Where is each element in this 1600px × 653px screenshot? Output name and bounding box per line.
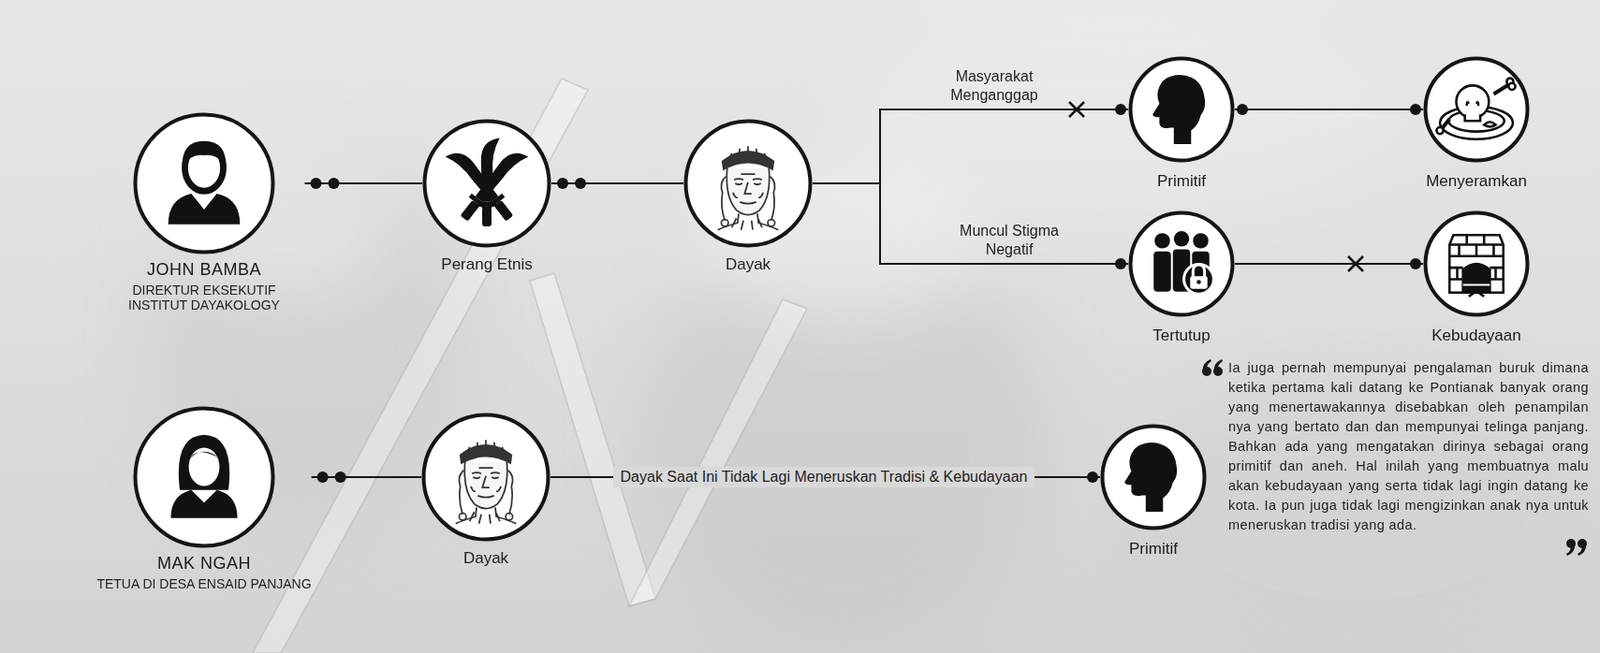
circle-border <box>1130 213 1234 316</box>
circle-border <box>135 409 274 547</box>
quote-mark <box>1202 359 1223 377</box>
quote-mark <box>1566 544 1576 557</box>
connector-dot <box>1409 258 1422 270</box>
connector-dot <box>1086 471 1099 484</box>
connector-line <box>812 183 1129 265</box>
watermark-strokes <box>529 273 656 607</box>
quote-text: Ia juga pernah mempunyai pengalaman buru… <box>1228 358 1589 536</box>
circle-border <box>1425 213 1528 316</box>
quote-mark <box>1214 359 1224 371</box>
node-label: Kebudayaan <box>1423 326 1530 346</box>
edge-label: Muncul Stigma Negatif <box>948 221 1071 260</box>
node-icon <box>455 440 517 524</box>
node-label: Menyeramkan <box>1423 172 1530 191</box>
watermark-strokes <box>252 78 588 653</box>
connector-line <box>1234 108 1424 111</box>
circle-outline <box>1423 210 1530 318</box>
connector-dot <box>574 177 587 190</box>
circle-border <box>1102 426 1205 529</box>
circle-border <box>1130 58 1234 162</box>
node-subtitle: TETUA DI DESA ENSAID PANJANG <box>96 576 311 593</box>
node-label: Primitif <box>1128 172 1235 191</box>
circle-outline <box>1423 56 1530 163</box>
quote-mark <box>1566 539 1587 557</box>
node-label: JOHN BAMBA <box>103 260 306 281</box>
circle-outline <box>1100 424 1207 531</box>
node-icon <box>1152 74 1205 145</box>
circle-border <box>425 121 550 247</box>
circle-outline <box>683 118 813 249</box>
connector-dot <box>328 177 340 190</box>
edge-label: Masyarakat Menganggap <box>938 67 1051 105</box>
connector-line <box>1234 263 1424 265</box>
quote-mark <box>1203 359 1213 371</box>
node-icon <box>1153 231 1216 296</box>
circle-border <box>686 121 811 247</box>
circle-node: Primitif <box>1128 56 1235 191</box>
node-label: Dayak <box>421 549 551 569</box>
node-label: Tertutup <box>1128 326 1235 346</box>
connector-dot <box>1409 103 1422 116</box>
connector-line <box>551 182 684 185</box>
circle-node: Primitif <box>1100 424 1207 559</box>
watermark-strokes <box>629 299 808 607</box>
cross-mark <box>1069 102 1085 118</box>
connector-dot <box>317 471 329 484</box>
circle-outline <box>422 118 552 249</box>
faded-portraits <box>149 0 1600 653</box>
connector-dot <box>1115 258 1127 270</box>
connector-dot <box>335 471 347 484</box>
cross-mark <box>1348 256 1364 272</box>
node-icon <box>718 146 779 230</box>
connector-dot <box>557 177 569 190</box>
circle-node: Dayak <box>421 412 551 569</box>
quote-mark <box>1566 539 1587 557</box>
node-label: Perang Etnis <box>422 255 552 275</box>
connector-dot <box>1115 103 1127 116</box>
circle-node: Menyeramkan <box>1423 56 1530 191</box>
node-label: MAK NGAH <box>96 554 311 575</box>
circle-outline <box>421 412 551 543</box>
circle-outline <box>1128 56 1235 163</box>
circle-node: Perang Etnis <box>422 118 552 275</box>
faded-portraits <box>842 0 1405 225</box>
node-label: Primitif <box>1100 540 1207 559</box>
connector-dot <box>1236 103 1248 116</box>
circle-border <box>424 415 549 541</box>
node-icon <box>1124 442 1177 513</box>
circle-border <box>1425 58 1528 162</box>
node-icon <box>445 138 529 227</box>
circle-outline <box>1128 210 1235 318</box>
connector-line <box>812 109 1129 184</box>
node-icon <box>1449 234 1503 297</box>
node-icon <box>170 435 237 519</box>
node-label: Dayak <box>683 255 813 275</box>
watermark-strokes <box>252 78 808 653</box>
circle-border <box>135 115 274 253</box>
circle-outline <box>132 112 276 255</box>
connector-dot <box>310 177 323 190</box>
circle-node: JOHN BAMBADIREKTUR EKSEKUTIF INSTITUT DA… <box>103 112 306 314</box>
circle-outline <box>132 406 276 549</box>
edge-label: Dayak Saat Ini Tidak Lagi Meneruskan Tra… <box>613 467 1036 488</box>
circle-node: MAK NGAHTETUA DI DESA ENSAID PANJANG <box>96 406 311 592</box>
quote-mark <box>1577 544 1587 557</box>
node-icon <box>168 141 241 225</box>
circle-node: Tertutup <box>1128 210 1235 346</box>
circle-node: Dayak <box>683 118 813 275</box>
connector-line <box>305 182 424 185</box>
node-subtitle: DIREKTUR EKSEKUTIF INSTITUT DAYAKOLOGY <box>103 282 306 315</box>
circle-node: Kebudayaan <box>1423 210 1530 346</box>
node-icon <box>1436 78 1515 140</box>
